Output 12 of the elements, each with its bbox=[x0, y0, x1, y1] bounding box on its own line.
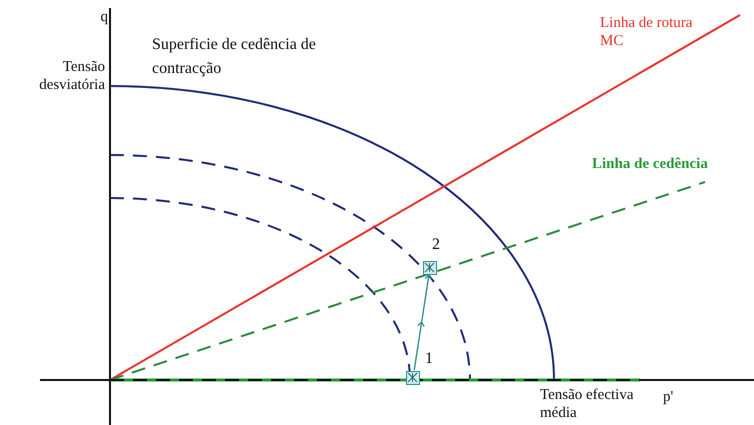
point-number: 2 bbox=[432, 236, 440, 254]
point-marker bbox=[406, 371, 420, 385]
line-label: Linha de cedência bbox=[592, 155, 709, 173]
point-number: 1 bbox=[425, 350, 433, 368]
axis-label: Tensão efectiva média bbox=[540, 386, 634, 422]
axis-label: Tensão desviatória bbox=[38, 58, 105, 94]
line-label: Linha de rotura MC bbox=[600, 14, 694, 50]
curve-label: Superficie de cedência de contracção bbox=[152, 35, 317, 79]
axis-label: q bbox=[100, 8, 108, 26]
point-marker bbox=[423, 261, 437, 275]
stress-path-arrow bbox=[414, 276, 432, 370]
axis-label: p' bbox=[663, 388, 674, 406]
